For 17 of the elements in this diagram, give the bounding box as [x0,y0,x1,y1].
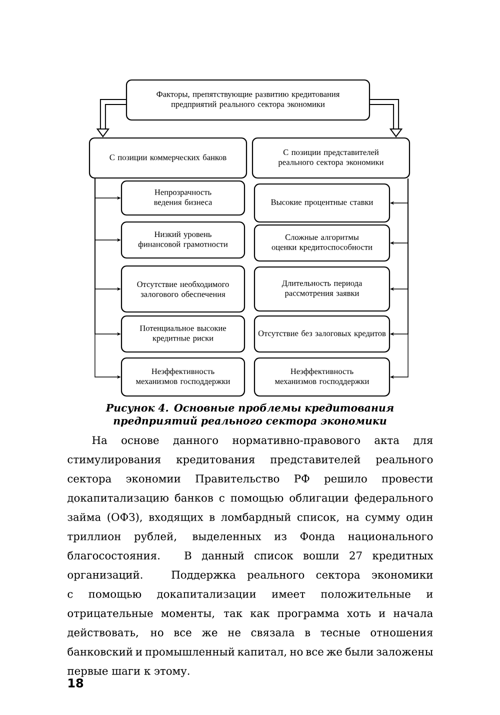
category-box: С позиции представителей реального сектора экономики [252,137,410,179]
arrow [370,99,403,138]
factor-box: Непрозрачность ведения бизнеса [120,180,246,216]
factor-box: Неэффективность механизмов господдержки [254,357,390,397]
body-paragraph: На основе данного нормативно-правового акта для стимулирования кредитования представителей реального сектора экономии Правительство РФ решило провести докапитализацию банков с помощью облигации федерального займа (ОФЗ), входящих в ломбардный список, на сумму один триллион рублей, выделенных из Фонда национального благосостояния. В данный список вошли 27 кредитных организаций. Поддержка реального сектора экономики с помощью докапитализации имеет положительные и отрицательные моменты, так как программа хоть и начала действовать, но все же не связала в тесные отношения банковский и промышленный капитал, но все же были заложены первые шаги к этому. [68,436,434,678]
factor-box: Низкий уровень финансовой грамотности [120,221,246,259]
page-number: 18 [68,678,84,688]
figure-caption: Рисунок 4. Основные проблемы кредитования предприятий реального сектора экономики [106,403,394,427]
factor-box: Отсутствие необходимого залогового обеспечения [120,265,246,313]
category-box: С позиции коммерческих банков [88,137,248,179]
header-box: Факторы, препятствующие развитию кредитования предприятий реального сектора экономики [126,79,370,121]
factor-box: Высокие процентные ставки [254,183,390,223]
factor-box: Потенциальное высокие кредитные риски [120,315,246,353]
factor-box: Отсутствие без залоговых кредитов [254,315,390,353]
factor-box: Сложные алгоритмы оценки кредитоспособности [254,224,390,262]
factor-box: Длительность периода рассмотрения заявки [254,266,390,312]
factor-box: Неэффективность механизмов господдержки [120,357,246,397]
